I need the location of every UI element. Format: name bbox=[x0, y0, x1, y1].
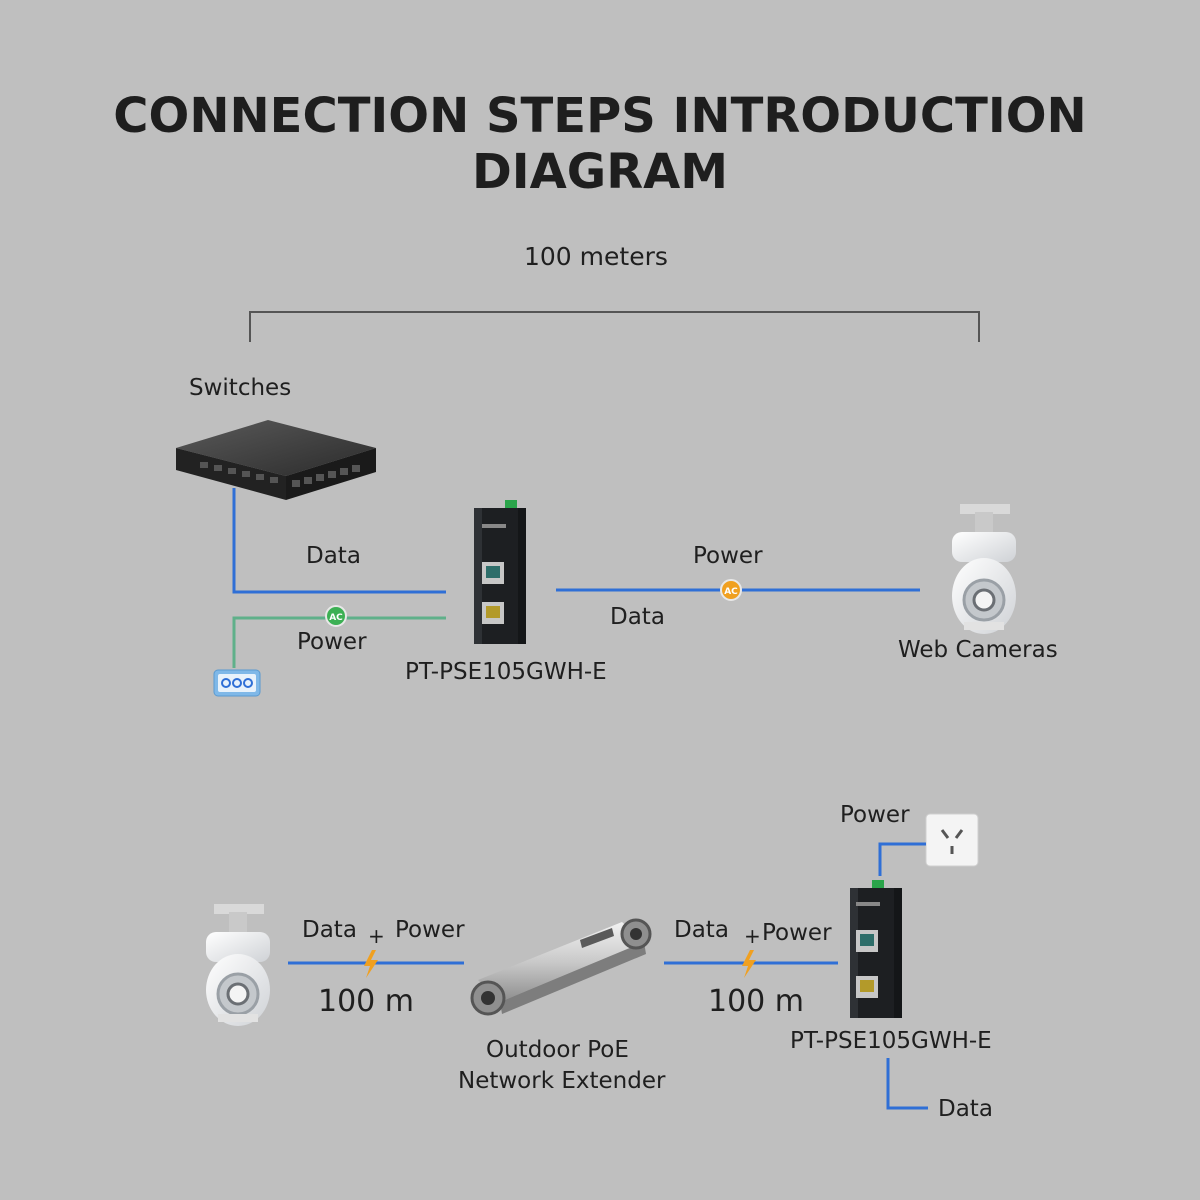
data-label-left: Data bbox=[306, 543, 361, 569]
camera-label: Web Cameras bbox=[898, 637, 1058, 663]
dome-camera-icon bbox=[206, 904, 270, 1026]
svg-text:AC: AC bbox=[329, 613, 343, 623]
power-label-right: Power bbox=[693, 543, 763, 569]
distance-label: 100 meters bbox=[524, 242, 668, 271]
lightning-right-icon bbox=[742, 950, 756, 978]
distance-bracket bbox=[249, 311, 980, 342]
distance-label-right: 100 m bbox=[708, 984, 805, 1019]
power-line-outlet-bottom bbox=[878, 842, 926, 876]
poe-injector-icon bbox=[474, 500, 526, 644]
power-label-bottom-right: Power bbox=[762, 920, 832, 946]
data-label-right: Data bbox=[610, 604, 665, 630]
device-label-top: PT-PSE105GWH-E bbox=[405, 659, 607, 685]
device-label-bottom: PT-PSE105GWH-E bbox=[790, 1028, 992, 1054]
outdoor-extender-icon bbox=[470, 918, 652, 1016]
lightning-left-icon bbox=[364, 950, 378, 978]
switch-label: Switches bbox=[189, 375, 292, 401]
diagram-title: CONNECTION STEPS INTRODUCTION DIAGRAM bbox=[113, 88, 1087, 200]
plus-sign-right: + bbox=[744, 924, 761, 948]
extender-label-line1: Outdoor PoE bbox=[486, 1037, 629, 1063]
power-strip-icon bbox=[213, 669, 261, 697]
power-label-bottom-left: Power bbox=[395, 917, 465, 943]
ac-power-badge-icon: AC bbox=[325, 605, 347, 627]
data-label-down: Data bbox=[938, 1096, 993, 1122]
power-label-outlet: Power bbox=[840, 802, 910, 828]
poe-injector-icon bbox=[850, 880, 902, 1018]
plus-sign-left: + bbox=[368, 924, 385, 948]
data-line-down bbox=[886, 1058, 928, 1110]
network-switch-icon bbox=[176, 420, 376, 500]
wall-outlet-icon bbox=[925, 813, 979, 867]
extender-label-line2: Network Extender bbox=[458, 1068, 666, 1094]
ac-badge-orange-icon: AC bbox=[720, 579, 742, 601]
svg-text:AC: AC bbox=[724, 587, 738, 597]
data-line-switch bbox=[232, 488, 446, 594]
power-label-left: Power bbox=[297, 629, 367, 655]
data-label-bottom-right: Data bbox=[674, 917, 729, 943]
power-line-outlet bbox=[232, 616, 446, 668]
dome-camera-icon bbox=[952, 504, 1016, 634]
distance-label-left: 100 m bbox=[318, 984, 415, 1019]
data-label-bottom-left: Data bbox=[302, 917, 357, 943]
